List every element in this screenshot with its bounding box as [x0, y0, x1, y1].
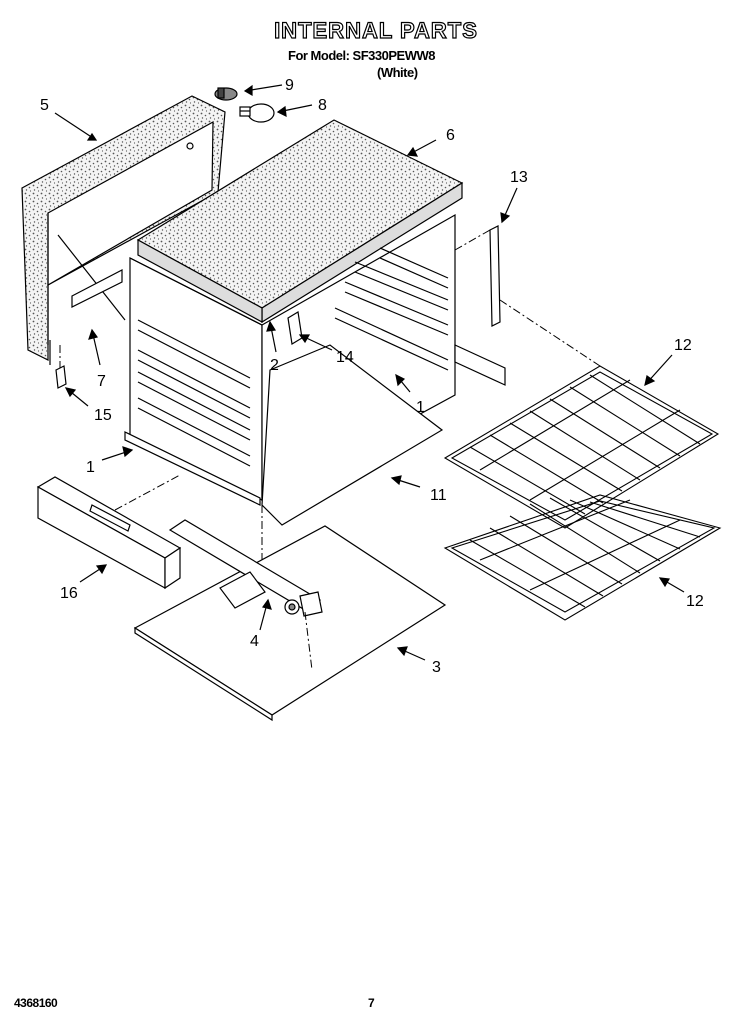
callout-label: 12 [674, 337, 692, 354]
model-number: For Model: SF330PEWW8 [288, 48, 435, 63]
bottom-panel [133, 525, 447, 722]
callout-label: 1 [86, 459, 95, 476]
page-title: INTERNAL PARTS [273, 17, 478, 43]
oven-bottom [261, 344, 444, 526]
callout-label: 4 [250, 633, 259, 650]
oven-rack-lower [443, 494, 722, 621]
callout-label: 12 [686, 593, 704, 610]
callout-label: 7 [97, 373, 106, 390]
callout-label: 1 [416, 399, 425, 416]
page-number: 7 [368, 996, 375, 1010]
callout-label: 15 [94, 407, 112, 424]
oven-rack-upper [443, 365, 720, 529]
small-bracket [55, 365, 67, 389]
callout-label: 11 [430, 487, 447, 504]
callout-label: 9 [285, 77, 294, 94]
callout-label: 8 [318, 97, 327, 114]
callout-label: 3 [432, 659, 441, 676]
light-bulb [239, 103, 275, 123]
callout-label: 6 [446, 127, 455, 144]
callout-label: 14 [336, 349, 354, 366]
light-socket [214, 87, 238, 101]
vent-trim [36, 476, 182, 590]
door-gasket-frame [21, 95, 226, 361]
callout-label: 13 [510, 169, 528, 186]
side-bracket [489, 225, 501, 327]
callout-label: 2 [270, 357, 279, 374]
model-color: (White) [377, 65, 418, 80]
top-insulation [136, 119, 464, 324]
callout-label: 16 [60, 585, 78, 602]
burner-assembly [168, 519, 323, 617]
callout-label: 5 [40, 97, 49, 114]
document-number: 4368160 [14, 996, 58, 1010]
